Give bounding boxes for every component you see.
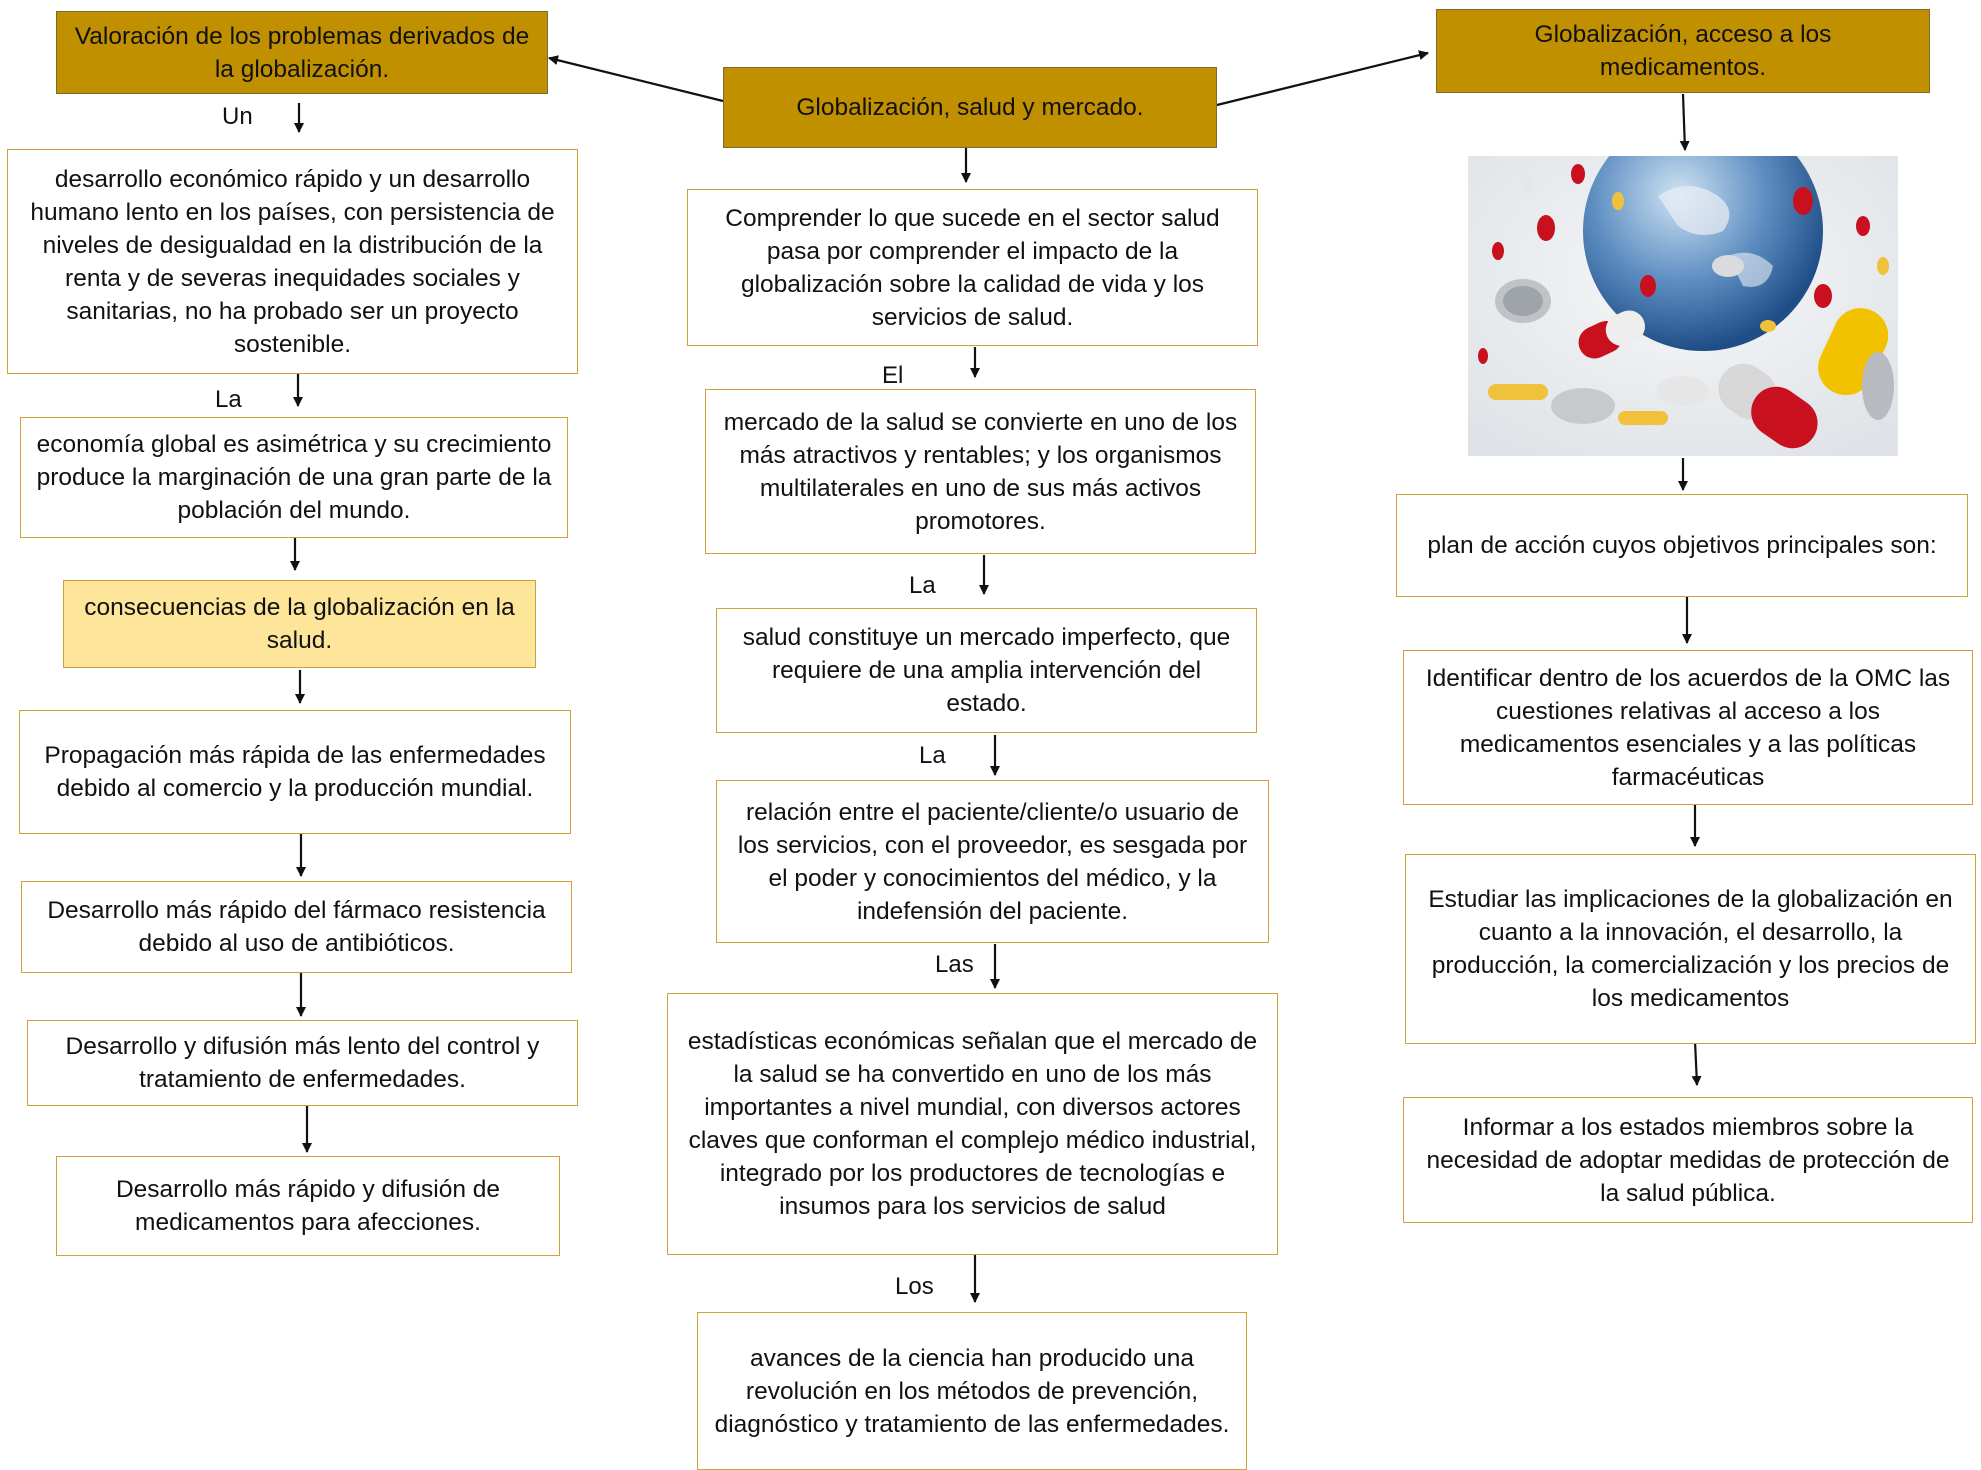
left-node-4: Propagación más rápida de las enfermedad… <box>19 710 571 834</box>
center-node-1: Comprender lo que sucede en el sector sa… <box>687 189 1258 346</box>
center-connector-2: El <box>882 362 904 389</box>
left-title-box: Valoración de los problemas derivados de… <box>56 11 548 94</box>
center-node-5-text: estadísticas económicas señalan que el m… <box>687 1028 1258 1220</box>
left-node-6-text: Desarrollo y difusión más lento del cont… <box>65 1033 540 1093</box>
globe-and-pills-illustration <box>1468 156 1898 456</box>
left-node-1: desarrollo económico rápido y un desarro… <box>7 149 578 374</box>
right-node-3-text: Estudiar las implicaciones de la globali… <box>1428 886 1953 1012</box>
arrow-right-1 <box>1679 93 1690 151</box>
left-node-1-text: desarrollo económico rápido y un desarro… <box>30 165 555 358</box>
center-connector-6: Los <box>895 1273 934 1300</box>
right-node-2: Identificar dentro de los acuerdos de la… <box>1403 650 1973 805</box>
right-node-3: Estudiar las implicaciones de la globali… <box>1405 854 1976 1044</box>
center-node-3: salud constituye un mercado imperfecto, … <box>716 608 1257 733</box>
center-node-6: avances de la ciencia han producido una … <box>697 1312 1247 1470</box>
right-node-4-text: Informar a los estados miembros sobre la… <box>1426 1113 1950 1207</box>
right-node-4: Informar a los estados miembros sobre la… <box>1403 1097 1973 1223</box>
center-node-2-text: mercado de la salud se convierte en uno … <box>723 408 1238 535</box>
left-node-3-highlight: consecuencias de la globalización en la … <box>63 580 536 668</box>
center-node-2: mercado de la salud se convierte en uno … <box>705 389 1256 554</box>
right-node-1: plan de acción cuyos objetivos principal… <box>1396 494 1968 597</box>
center-title: Globalización, salud y mercado. <box>796 94 1144 121</box>
center-node-1-text: Comprender lo que sucede en el sector sa… <box>725 204 1220 331</box>
left-node-3-text: consecuencias de la globalización en la … <box>84 594 515 654</box>
left-node-7-text: Desarrollo más rápido y difusión de medi… <box>115 1176 501 1236</box>
center-node-4-text: relación entre el paciente/cliente/o usu… <box>737 798 1248 925</box>
right-node-1-text: plan de acción cuyos objetivos principal… <box>1427 532 1937 559</box>
left-node-5-text: Desarrollo más rápido del fármaco resist… <box>47 897 546 957</box>
right-title-box: Globalización, acceso a los medicamentos… <box>1436 9 1930 93</box>
left-node-2: economía global es asimétrica y su creci… <box>20 417 568 538</box>
right-title: Globalización, acceso a los medicamentos… <box>1534 21 1832 81</box>
center-connector-5: Las <box>935 951 974 978</box>
center-node-6-text: avances de la ciencia han producido una … <box>714 1344 1230 1438</box>
center-connector-3: La <box>909 572 936 599</box>
left-title: Valoración de los problemas derivados de… <box>74 22 530 83</box>
left-node-7: Desarrollo más rápido y difusión de medi… <box>56 1156 560 1256</box>
center-connector-4: La <box>919 742 946 769</box>
center-node-3-text: salud constituye un mercado imperfecto, … <box>742 624 1231 717</box>
arrow-center-to-right-title <box>1216 50 1429 107</box>
center-title-box: Globalización, salud y mercado. <box>723 67 1217 148</box>
left-node-5: Desarrollo más rápido del fármaco resist… <box>21 881 572 973</box>
left-connector-2: La <box>215 386 242 413</box>
left-node-6: Desarrollo y difusión más lento del cont… <box>27 1020 578 1106</box>
left-node-2-text: economía global es asimétrica y su creci… <box>36 431 552 524</box>
arrow-right-5 <box>1691 1040 1702 1086</box>
center-node-4: relación entre el paciente/cliente/o usu… <box>716 780 1269 943</box>
left-connector-1: Un <box>222 103 253 130</box>
left-node-4-text: Propagación más rápida de las enfermedad… <box>44 742 546 802</box>
arrow-center-to-left-title <box>548 55 724 103</box>
right-node-2-text: Identificar dentro de los acuerdos de la… <box>1425 664 1951 791</box>
center-node-5: estadísticas económicas señalan que el m… <box>667 993 1278 1255</box>
